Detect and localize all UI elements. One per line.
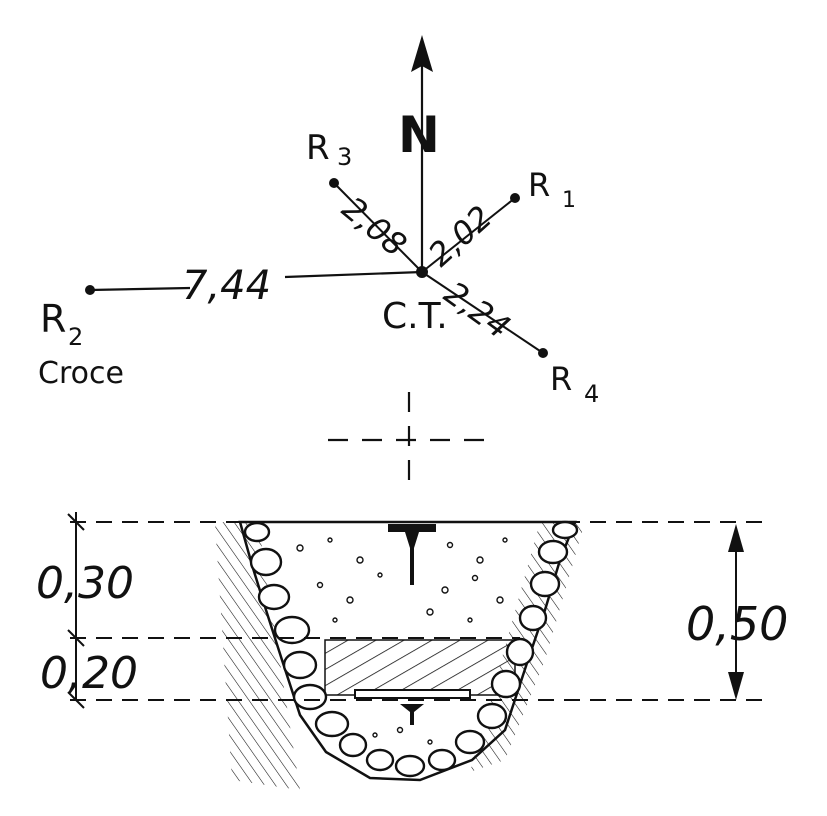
svg-text:1: 1 <box>562 188 576 213</box>
stones <box>243 520 579 778</box>
top-layer-depth: 0,30 <box>36 558 134 609</box>
left-dimension <box>67 512 85 709</box>
dim-arrow-down <box>728 672 744 700</box>
hatched-layer <box>324 639 516 696</box>
north-label: N <box>398 106 440 164</box>
bottom-layer-depth: 0,20 <box>40 648 138 699</box>
r3-point <box>329 178 339 188</box>
r1-label: R 1 <box>528 166 576 213</box>
r1-point <box>510 193 520 203</box>
r4-point <box>538 348 548 358</box>
r2-label: R 2 <box>40 297 83 351</box>
svg-text:R: R <box>40 297 66 341</box>
svg-text:R: R <box>306 128 330 168</box>
north-arrow <box>411 35 433 272</box>
center-label: C.T. <box>382 296 448 337</box>
center-point <box>416 266 428 278</box>
base-marker <box>400 704 424 725</box>
r3-label: R 3 <box>306 128 352 171</box>
survey-marker <box>388 524 436 585</box>
svg-text:R: R <box>528 166 550 204</box>
svg-text:4: 4 <box>584 380 599 408</box>
dim-arrow-up <box>728 524 744 552</box>
total-depth: 0,50 <box>686 597 788 651</box>
base-plate <box>354 689 471 699</box>
line-to-r2-a <box>89 286 191 292</box>
line-to-r2-b <box>284 270 423 279</box>
line-to-r3 <box>333 182 423 273</box>
r2-distance: 7,44 <box>182 263 271 309</box>
svg-text:2: 2 <box>68 323 83 351</box>
line-to-r1 <box>421 197 516 273</box>
svg-text:3: 3 <box>337 143 352 171</box>
svg-text:R: R <box>550 360 572 398</box>
line-to-r4 <box>421 271 544 354</box>
r4-distance: 2,24 <box>437 274 517 347</box>
dashed-cross <box>328 392 498 482</box>
level-lines <box>70 521 765 701</box>
gravel-texture <box>296 537 508 745</box>
ground-left <box>215 522 300 790</box>
r4-label: R 4 <box>550 360 599 408</box>
r2-note: Croce <box>38 356 124 391</box>
r2-point <box>85 285 95 295</box>
